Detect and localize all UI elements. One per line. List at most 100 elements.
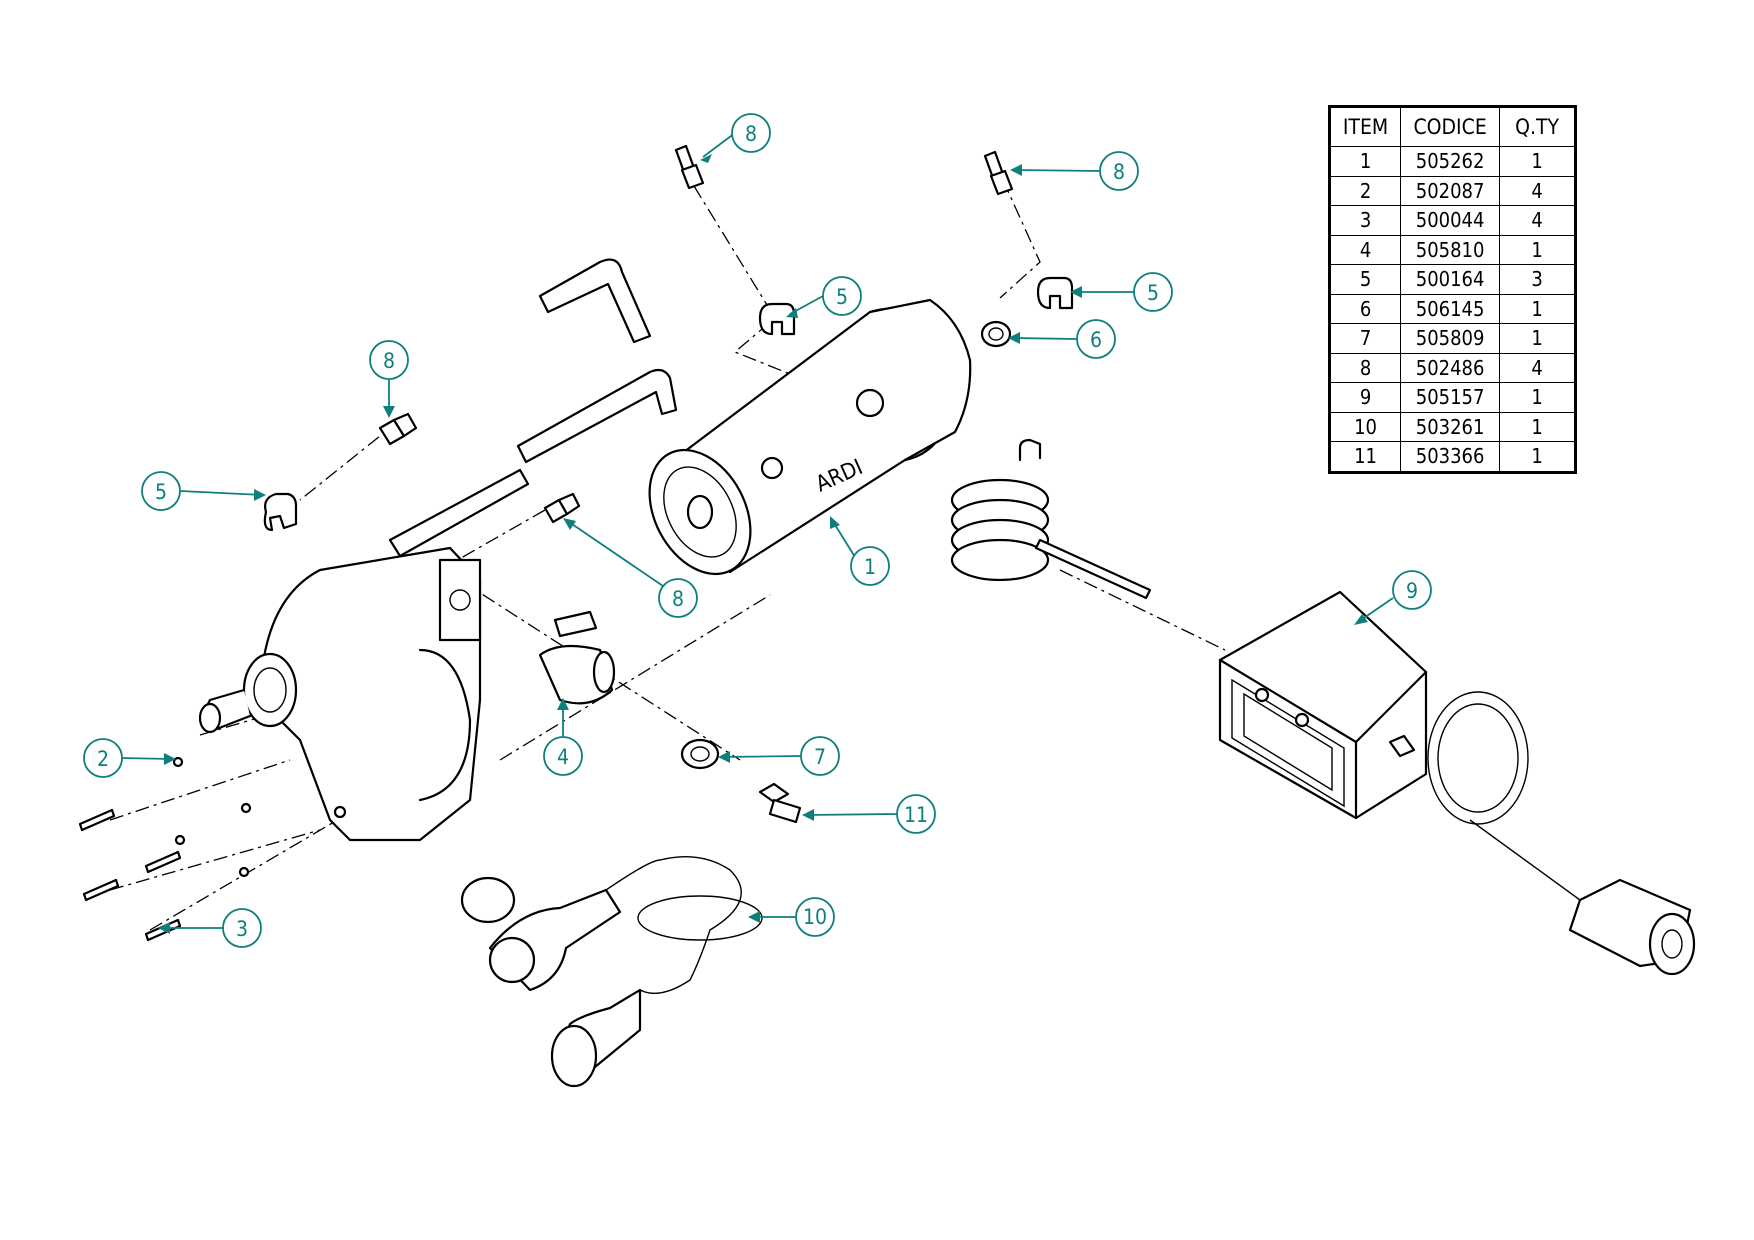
callout-label: 3 [236,917,248,941]
callout-label: 8 [745,122,757,146]
cell-qty: 1 [1499,411,1576,442]
callout-bubble [1099,151,1139,191]
cell-codice: 506145 [1400,293,1501,324]
cell-codice: 500164 [1400,264,1501,295]
cell-qty: 4 [1499,352,1576,383]
cell-item: 1 [1328,146,1402,177]
callout-bubble [658,578,698,618]
cell-qty: 1 [1499,146,1576,177]
cell-item: 3 [1328,205,1402,236]
cell-codice: 505157 [1400,382,1501,413]
cell-qty: 1 [1499,234,1576,265]
callout-label: 8 [1113,160,1125,184]
tube-lower [516,368,678,464]
control-box-part [1218,590,1428,820]
cell-item: 5 [1328,264,1402,295]
callout-label: 6 [1090,328,1102,352]
extension-cable-part [460,855,763,1088]
cell-qty: 1 [1499,323,1576,354]
column-header-item: ITEM [1328,106,1402,147]
cell-qty: 1 [1499,382,1576,413]
tube-upper [538,258,652,344]
callout-label: 1 [864,555,876,579]
callout-label: 5 [1147,281,1159,305]
callout-bubble [1076,319,1116,359]
coil-sensor [950,438,1152,600]
gearbox-body [198,468,530,842]
callout-label: 7 [814,745,826,769]
connector-part [758,782,802,824]
fitting-top-right-part [983,150,1014,196]
cell-qty: 1 [1499,441,1576,473]
cell-item: 7 [1328,323,1402,354]
box-cable-part [1427,691,1696,976]
callout-bubble [850,546,890,586]
callout-bubble [369,340,409,380]
callout-bubble [141,471,181,511]
clamp-part [680,738,720,770]
cell-item: 8 [1328,352,1402,383]
callout-label: 9 [1406,579,1418,603]
callout-bubble [222,908,262,948]
cell-codice: 505810 [1400,234,1501,265]
callout-label: 11 [904,803,928,827]
callout-bubble [83,738,123,778]
fitting-top-left-part [674,144,705,190]
elbow-left-part [263,492,298,532]
ball-valve-part [538,610,616,705]
callout-bubble [731,113,771,153]
callout-label: 10 [803,905,827,929]
cell-codice: 500044 [1400,205,1501,236]
callout-label: 5 [836,285,848,309]
callout-bubble [896,794,936,834]
callout-bubble [795,897,835,937]
cell-codice: 503366 [1400,441,1501,473]
callout-label: 8 [672,587,684,611]
cell-qty: 4 [1499,205,1576,236]
cell-item: 9 [1328,382,1402,413]
fitting-mid-part [543,492,581,524]
nut-part [980,320,1012,348]
elbow-center-part [758,302,796,336]
callout-bubble [822,276,862,316]
cell-item: 10 [1328,411,1402,442]
cell-qty: 4 [1499,175,1576,206]
cell-codice: 502486 [1400,352,1501,383]
callout-label: 4 [557,745,569,769]
cell-item: 2 [1328,175,1402,206]
fitting-left-part [378,412,418,446]
cell-item: 4 [1328,234,1402,265]
cell-codice: 502087 [1400,175,1501,206]
cell-codice: 503261 [1400,411,1501,442]
column-header-codice: CODICE [1400,106,1501,147]
column-header-qty: Q.TY [1499,106,1576,147]
callouts: 8 8 5 5 6 8 5 8 [83,113,1432,948]
cell-codice: 505809 [1400,323,1501,354]
cell-item: 6 [1328,293,1402,324]
cell-qty: 3 [1499,264,1576,295]
callout-label: 8 [383,349,395,373]
cell-qty: 1 [1499,293,1576,324]
callout-label: 5 [155,480,167,504]
callout-bubble [1133,272,1173,312]
callout-label: 2 [97,747,109,771]
screws-part [78,808,182,942]
cell-item: 11 [1328,441,1402,473]
callout-bubble [1392,570,1432,610]
callout-bubble [800,736,840,776]
table-header-row: ITEM CODICE Q.TY [1328,106,1576,147]
